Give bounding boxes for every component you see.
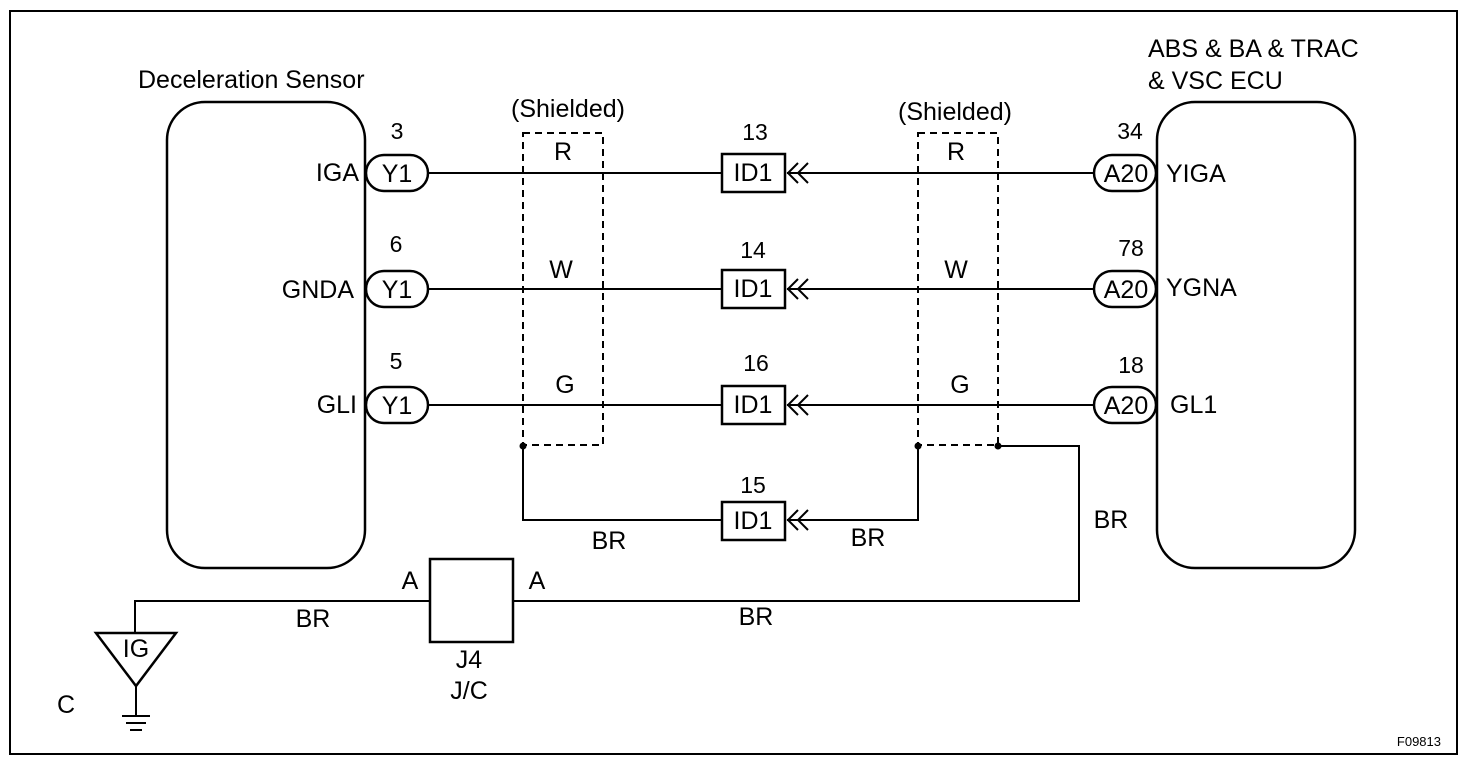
junction-pin-right: A xyxy=(529,567,546,595)
wire-color-left: BR xyxy=(592,527,627,555)
junction-name: J4 xyxy=(456,646,483,674)
junction-box xyxy=(428,557,515,644)
connector-chevron-icon xyxy=(786,162,809,184)
wire-color-left: G xyxy=(555,371,574,399)
mid-connector-label: ID1 xyxy=(734,159,773,187)
wire-color-right: W xyxy=(944,256,968,284)
connector-chevron-icon xyxy=(786,509,809,531)
mid-connector-label: ID1 xyxy=(734,275,773,303)
drain-wire-left xyxy=(522,446,722,521)
connector-chevron-icon xyxy=(786,394,809,416)
junction-connector: A A BR BR J4 J/C xyxy=(296,557,774,705)
left-connector-oval xyxy=(364,385,430,425)
figure-code: F09813 xyxy=(1397,734,1441,749)
right-pin-number: 78 xyxy=(1118,235,1144,261)
junction-sub: J/C xyxy=(450,677,488,705)
right-connector-oval xyxy=(1092,385,1158,425)
wire-color-left: R xyxy=(554,138,572,166)
left-pin-number: 3 xyxy=(391,118,404,144)
right-terminal-label: YIGA xyxy=(1166,160,1226,188)
mid-connector-box xyxy=(720,152,787,194)
shield-label-left: (Shielded) xyxy=(511,95,625,123)
right-terminal-label: YGNA xyxy=(1166,274,1237,302)
junction-wire-right: BR xyxy=(739,603,774,631)
wire-color-right: BR xyxy=(851,524,886,552)
shield-drain-circuit: 15 ID1 BR BR xyxy=(519,442,1002,555)
mid-connector-box xyxy=(720,384,787,426)
left-connector-oval xyxy=(364,269,430,309)
mid-pin-number: 14 xyxy=(740,237,766,263)
ecu-ground-wire-color: BR xyxy=(1094,506,1129,534)
mid-connector-box xyxy=(720,268,787,310)
right-connector-oval xyxy=(1092,153,1158,193)
ground-triangle-icon xyxy=(93,631,179,689)
circuit-row: IGA 3 Y1 R 13 ID1 R 34 A20 YIGA xyxy=(316,118,1226,194)
earth-ground-icon xyxy=(122,715,150,731)
left-terminal-label: GNDA xyxy=(282,276,355,304)
circuit-row: GNDA 6 Y1 W 14 ID1 W 78 A20 YGNA xyxy=(282,231,1237,310)
junction-wire-left: BR xyxy=(296,605,331,633)
wire-color-right: R xyxy=(947,138,965,166)
mid-pin-number: 15 xyxy=(740,472,766,498)
left-connector-label: Y1 xyxy=(382,276,413,304)
ground-wire xyxy=(134,600,430,633)
mid-pin-number: 16 xyxy=(743,350,769,376)
left-connector-label: Y1 xyxy=(382,392,413,420)
left-terminal-label: IGA xyxy=(316,159,359,187)
mid-connector-label: ID1 xyxy=(734,391,773,419)
mid-connector-label: ID1 xyxy=(734,507,773,535)
right-connector-label: A20 xyxy=(1104,160,1148,188)
right-pin-number: 18 xyxy=(1118,352,1144,378)
shield-label-right: (Shielded) xyxy=(898,98,1012,126)
left-connector-oval xyxy=(364,153,430,193)
right-connector-label: A20 xyxy=(1104,392,1148,420)
ground-label: IG xyxy=(123,635,149,663)
junction-pin-left: A xyxy=(402,567,419,595)
right-terminal-label: GL1 xyxy=(1170,391,1217,419)
left-connector-label: Y1 xyxy=(382,160,413,188)
wire-color-right: G xyxy=(950,371,969,399)
left-pin-number: 5 xyxy=(390,348,403,374)
ecu-ground-wire xyxy=(513,445,1080,602)
sensor-title: Deceleration Sensor xyxy=(138,66,365,94)
diagram-frame xyxy=(9,10,1458,755)
wire-color-left: W xyxy=(549,256,573,284)
circuit-row: GLI 5 Y1 G 16 ID1 G 18 A20 GL1 xyxy=(317,348,1217,426)
right-pin-number: 34 xyxy=(1117,118,1143,144)
mid-connector-box xyxy=(720,500,787,542)
mid-pin-number: 13 xyxy=(742,119,768,145)
ground-code: C xyxy=(57,691,75,719)
ecu-title-line1: ABS & BA & TRAC xyxy=(1148,35,1359,63)
ecu-title-line2: & VSC ECU xyxy=(1148,67,1283,95)
drain-wire-right xyxy=(787,446,919,521)
connector-chevron-icon xyxy=(786,278,809,300)
right-connector-oval xyxy=(1092,269,1158,309)
left-terminal-label: GLI xyxy=(317,391,357,419)
ecu-box xyxy=(1155,100,1357,570)
deceleration-sensor-box xyxy=(165,100,367,570)
right-connector-label: A20 xyxy=(1104,276,1148,304)
left-pin-number: 6 xyxy=(390,231,403,257)
